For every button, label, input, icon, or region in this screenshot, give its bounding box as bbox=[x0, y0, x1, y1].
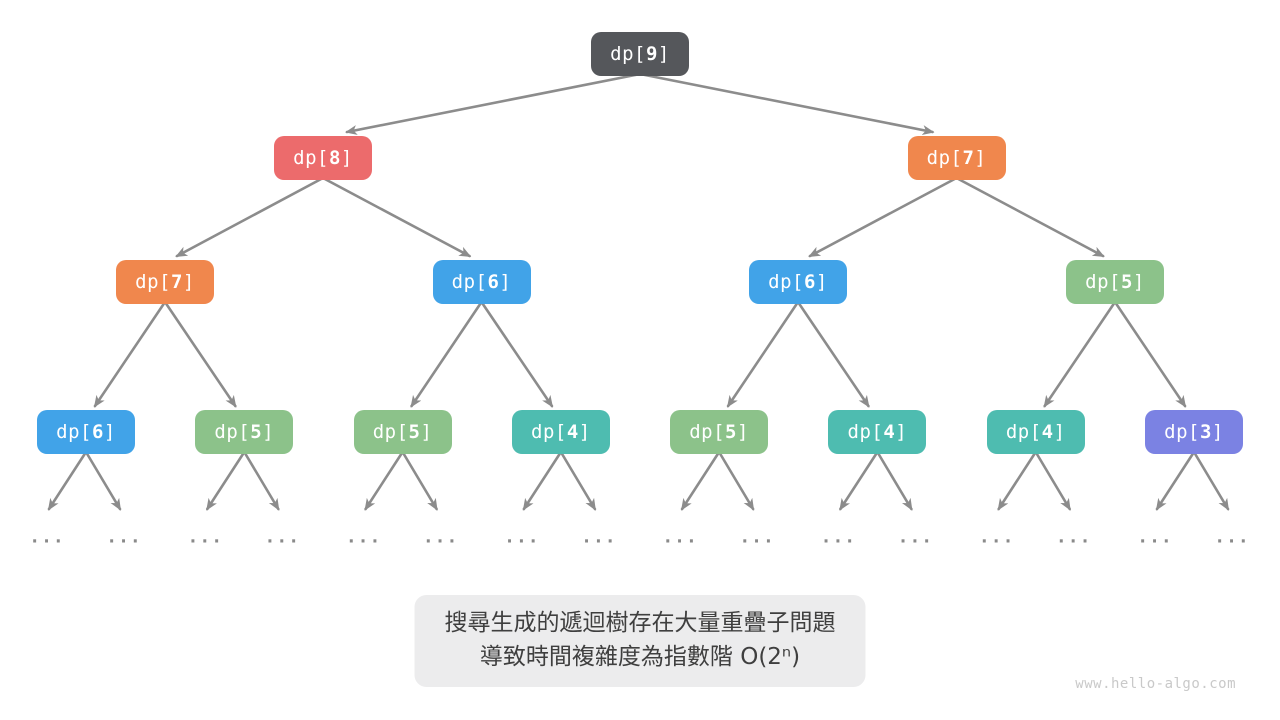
ellipsis-leaf: ... bbox=[422, 526, 459, 548]
ellipsis-leaf: ... bbox=[264, 526, 301, 548]
tree-edge bbox=[480, 300, 554, 408]
tree-edge bbox=[726, 300, 800, 408]
tree-edge bbox=[401, 450, 438, 511]
tree-edge bbox=[839, 450, 879, 511]
tree-edge bbox=[364, 450, 404, 511]
tree-edge bbox=[522, 450, 563, 511]
tree-node-dp3-L3-7: dp[3] bbox=[1145, 410, 1243, 454]
tree-edge bbox=[175, 176, 325, 258]
ellipsis-leaf: ... bbox=[1137, 526, 1173, 548]
tree-edge bbox=[559, 450, 597, 511]
ellipsis-leaf: ... bbox=[1214, 526, 1250, 548]
watermark: www.hello-algo.com bbox=[1075, 676, 1236, 692]
tree-edge bbox=[84, 450, 122, 511]
tree-edge bbox=[345, 72, 642, 135]
tree-edge bbox=[93, 300, 167, 408]
tree-edge bbox=[638, 72, 935, 135]
tree-node-dp6-L3-0: dp[6] bbox=[37, 410, 135, 454]
ellipsis-leaf: ... bbox=[1055, 526, 1092, 548]
ellipsis-leaf: ... bbox=[978, 526, 1015, 548]
ellipsis-leaf: ... bbox=[187, 526, 224, 548]
tree-node-dp4-L3-5: dp[4] bbox=[828, 410, 927, 454]
tree-node-dp6-L2-1: dp[6] bbox=[432, 260, 531, 304]
tree-node-dp4-L3-3: dp[4] bbox=[511, 410, 610, 454]
tree-edge bbox=[47, 450, 88, 511]
ellipsis-leaf: ... bbox=[29, 526, 65, 548]
tree-node-dp5-L3-1: dp[5] bbox=[195, 410, 294, 454]
ellipsis-leaf: ... bbox=[345, 526, 382, 548]
tree-node-dp5-L3-4: dp[5] bbox=[670, 410, 769, 454]
tree-edge bbox=[955, 176, 1105, 258]
tree-edge bbox=[808, 176, 958, 258]
tree-edge bbox=[717, 450, 755, 511]
ellipsis-leaf: ... bbox=[106, 526, 142, 548]
tree-edge bbox=[1113, 300, 1187, 408]
tree-node-dp8-L1-0: dp[8] bbox=[274, 136, 372, 180]
ellipsis-leaf: ... bbox=[662, 526, 698, 548]
ellipsis-leaf: ... bbox=[739, 526, 775, 548]
tree-edge bbox=[1192, 450, 1230, 511]
tree-edge bbox=[1043, 300, 1117, 408]
tree-node-dp4-L3-6: dp[4] bbox=[986, 410, 1085, 454]
tree-edge bbox=[796, 300, 870, 408]
caption-line-1: 搜尋生成的遞迴樹存在大量重疊子問題 bbox=[444, 610, 836, 636]
tree-node-dp6-L2-2: dp[6] bbox=[749, 260, 847, 304]
tree-edge bbox=[997, 450, 1037, 511]
ellipsis-leaf: ... bbox=[820, 526, 857, 548]
tree-edge bbox=[680, 450, 721, 511]
tree-edge bbox=[876, 450, 913, 511]
ellipsis-leaf: ... bbox=[897, 526, 934, 548]
caption-line-2: 導致時間複雜度為指數階 O(2ⁿ) bbox=[479, 644, 801, 670]
tree-node-dp5-L3-2: dp[5] bbox=[353, 410, 452, 454]
tree-edge bbox=[163, 300, 237, 408]
tree-edge bbox=[206, 450, 246, 511]
tree-edge bbox=[321, 176, 472, 258]
ellipsis-leaf: ... bbox=[504, 526, 540, 548]
tree-edge bbox=[243, 450, 280, 511]
caption-box: 搜尋生成的遞迴樹存在大量重疊子問題 導致時間複雜度為指數階 O(2ⁿ) bbox=[414, 595, 866, 687]
tree-node-dp5-L2-3: dp[5] bbox=[1066, 260, 1164, 304]
ellipsis-leaf: ... bbox=[581, 526, 617, 548]
tree-edge bbox=[1034, 450, 1071, 511]
tree-node-dp7-L1-1: dp[7] bbox=[907, 136, 1006, 180]
tree-node-dp9-L0-0: dp[9] bbox=[591, 32, 689, 76]
tree-edge bbox=[410, 300, 483, 408]
tree-edge bbox=[1155, 450, 1196, 511]
tree-node-dp7-L2-0: dp[7] bbox=[116, 260, 214, 304]
